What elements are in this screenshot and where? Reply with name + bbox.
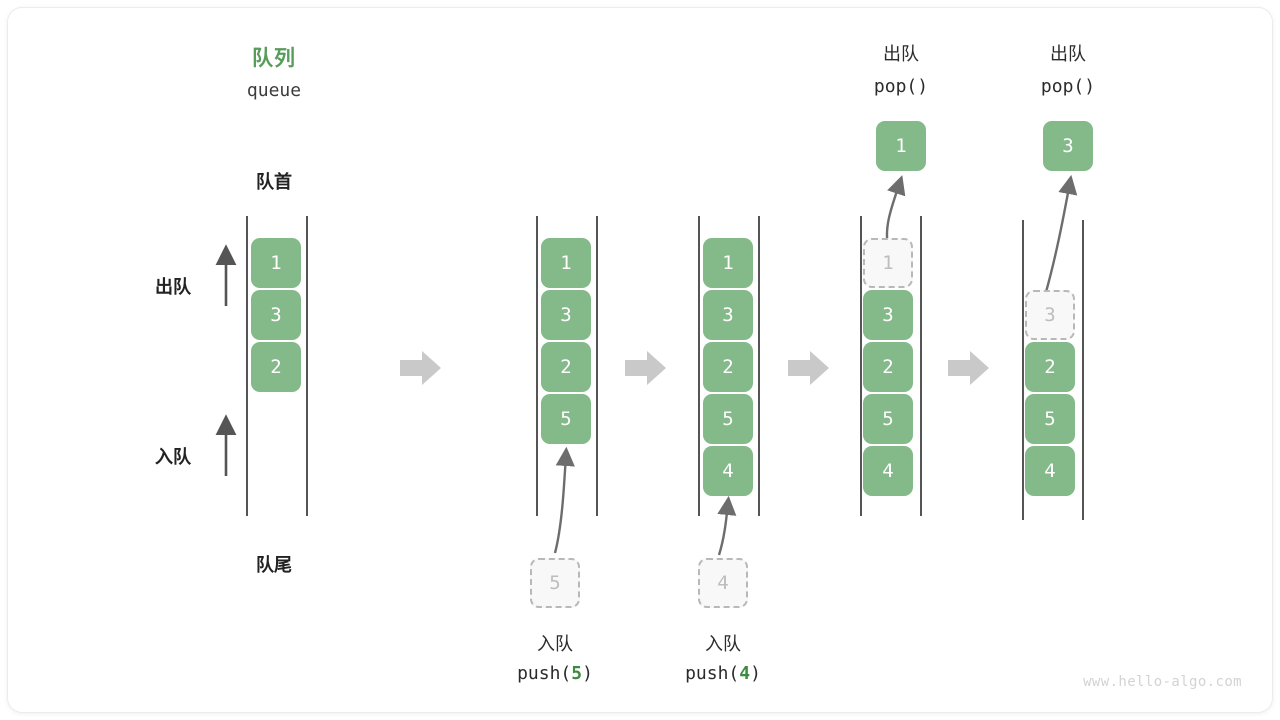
flow-arrow-icon (625, 351, 666, 385)
incoming-element: 4 (698, 558, 748, 608)
queue-cell: 4 (863, 446, 913, 496)
queue-cell: 2 (1025, 342, 1075, 392)
push-arrow-4 (717, 495, 737, 556)
code-prefix: pop( (873, 76, 918, 97)
dequeue-side-label: 出队 (155, 277, 191, 297)
stage-caption-cn: 出队 (1050, 44, 1086, 64)
stage-caption-code: pop() (841, 76, 961, 97)
queue-cell: 2 (703, 342, 753, 392)
queue-cell: 3 (863, 290, 913, 340)
diagram-card: 队列 queue 队首 队尾 出队 入队 1 3 2 1 3 2 5 (8, 8, 1272, 712)
front-label: 队首 (256, 172, 292, 192)
stage-caption-code: push(5) (495, 663, 615, 684)
enqueue-direction-arrow (215, 414, 237, 476)
code-suffix: ) (1084, 76, 1096, 97)
stage-caption-code: push(4) (663, 663, 783, 684)
diagram-title-cn: 队列 (252, 47, 296, 70)
code-number: 4 (739, 663, 751, 684)
code-prefix: push( (685, 663, 740, 684)
diagram-title-en: queue (246, 80, 302, 101)
stage-caption-cn: 入队 (705, 634, 741, 654)
queue-rail-right (596, 216, 598, 516)
queue-cell: 3 (703, 290, 753, 340)
queue-cell: 5 (703, 394, 753, 444)
code-prefix: push( (517, 663, 572, 684)
push-arrow-5 (553, 446, 575, 554)
stage-caption-cn: 出队 (883, 44, 919, 64)
popped-element: 3 (1043, 121, 1093, 171)
queue-rail-right (306, 216, 308, 516)
watermark: www.hello-algo.com (1083, 674, 1242, 690)
queue-cell-removed: 1 (863, 238, 913, 288)
code-suffix: ) (750, 663, 761, 684)
dequeue-direction-arrow (215, 244, 237, 306)
queue-cell: 1 (703, 238, 753, 288)
stage-caption-cn: 入队 (537, 634, 573, 654)
queue-rail-right (758, 216, 760, 516)
queue-rail-left (536, 216, 538, 516)
queue-rail-left (698, 216, 700, 516)
stage-caption-code: pop() (1008, 76, 1128, 97)
queue-cell: 2 (251, 342, 301, 392)
queue-rail-left (1022, 220, 1024, 520)
queue-rail-left (246, 216, 248, 516)
queue-cell: 4 (1025, 446, 1075, 496)
queue-cell: 3 (251, 290, 301, 340)
queue-cell: 3 (541, 290, 591, 340)
queue-cell: 5 (863, 394, 913, 444)
queue-cell: 5 (1025, 394, 1075, 444)
queue-cell-removed: 3 (1025, 290, 1075, 340)
queue-rail-left (860, 216, 862, 516)
queue-cell: 2 (541, 342, 591, 392)
flow-arrow-icon (788, 351, 829, 385)
pop-arrow-3 (1044, 174, 1078, 293)
enqueue-side-label: 入队 (155, 447, 191, 467)
queue-cell-new: 5 (541, 394, 591, 444)
queue-rail-right (920, 216, 922, 516)
code-suffix: ) (917, 76, 929, 97)
flow-arrow-icon (400, 351, 441, 385)
queue-cell: 2 (863, 342, 913, 392)
code-number: 5 (571, 663, 583, 684)
code-suffix: ) (582, 663, 593, 684)
queue-cell-new: 4 (703, 446, 753, 496)
queue-rail-right (1082, 220, 1084, 520)
queue-cell: 1 (541, 238, 591, 288)
incoming-element: 5 (530, 558, 580, 608)
popped-element: 1 (876, 121, 926, 171)
queue-cell: 1 (251, 238, 301, 288)
flow-arrow-icon (948, 351, 989, 385)
code-prefix: pop( (1040, 76, 1085, 97)
rear-label: 队尾 (256, 555, 292, 575)
